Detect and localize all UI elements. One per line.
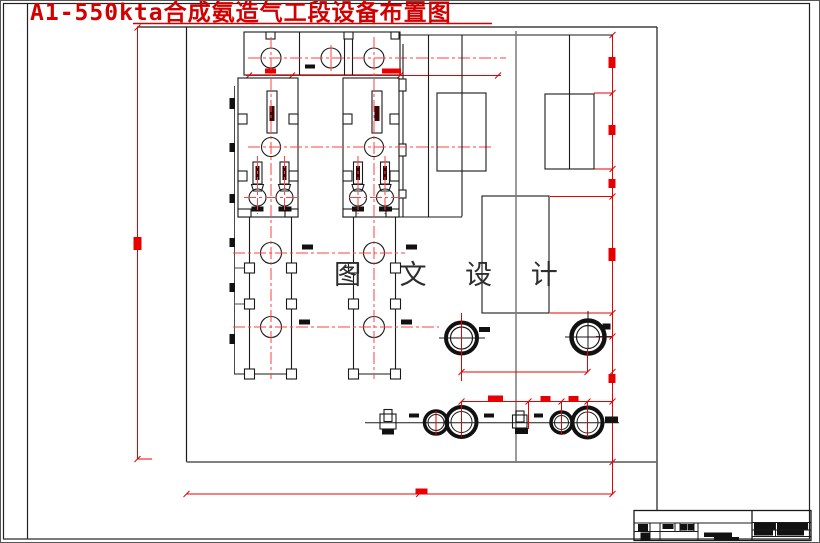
left-wall [229,86,244,374]
dimension-line-bottom-row [435,395,613,437]
right-structures [399,31,613,462]
sheet-border [2,2,811,540]
redacted-label [305,64,315,69]
redacted-dimension-text [608,57,616,383]
top-bay-centerlines [245,45,506,79]
redacted-label [299,244,417,325]
equipment-trains [237,44,407,218]
dimension-line-bottom [183,488,613,498]
redacted-label [479,327,490,332]
drawing-title: A1-550kta合成氨造气工段设备布置图 [30,0,452,26]
flanged-units-mid [439,311,611,381]
column-markers [243,262,402,380]
colonnades [234,217,417,380]
title-block [633,509,812,542]
dimension-line-left [133,24,152,463]
centerlines [233,37,491,379]
drawing-frame [133,22,658,510]
redacted-label [409,413,543,418]
redacted-label [602,323,611,330]
watermark-text: 图 文 设 计 [334,260,573,291]
redacted-titleblock-text [638,523,808,541]
bottom-equipment-row [365,395,619,440]
wall-pilasters [229,98,235,344]
redacted-label [251,206,392,212]
redacted-dimension-text [488,395,579,402]
